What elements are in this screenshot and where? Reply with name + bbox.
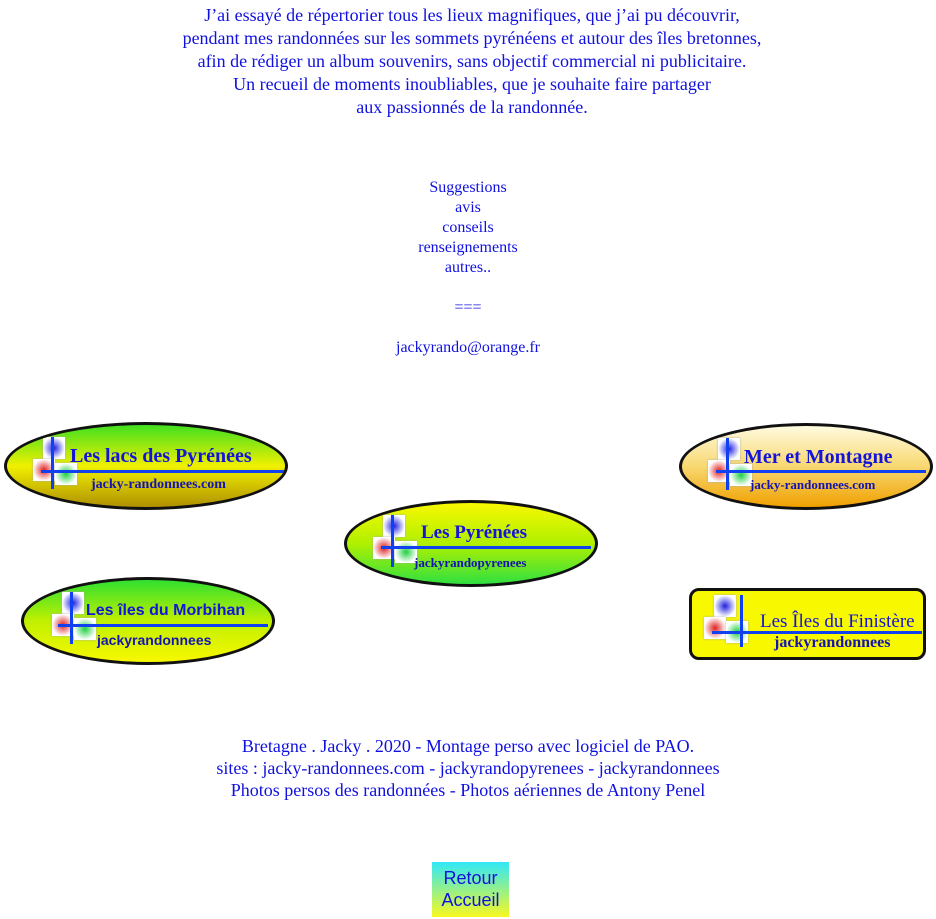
contact-line: avis (455, 199, 481, 216)
intro-line: afin de rédiger un album souvenirs, sans… (197, 51, 747, 71)
contact-line: autres.. (444, 259, 492, 276)
banner-iles-finistere[interactable]: Les Îles du Finistère jackyrandonnees (689, 588, 926, 660)
banner-title: Les Îles du Finistère (760, 611, 915, 632)
banner-lacs-pyrenees[interactable]: Les lacs des Pyrénées jacky-randonnees.c… (4, 422, 288, 510)
banner-iles-morbihan[interactable]: Les îles du Morbihan jackyrandonnees (21, 577, 275, 665)
banner-title: Les lacs des Pyrénées (70, 445, 252, 467)
logo-icon (704, 595, 748, 647)
intro-line: aux passionnés de la randonnée. (356, 97, 588, 117)
footer-credits: Bretagne . Jacky . 2020 - Montage perso … (0, 735, 936, 801)
banner-subtitle: jackyrandopyrenees (414, 555, 527, 570)
intro-line: pendant mes randonnées sur les sommets p… (182, 28, 762, 48)
banner-subtitle: jackyrandonnees (97, 632, 212, 648)
logo-icon (708, 438, 752, 490)
contact-line: renseignements (418, 239, 518, 256)
logo-icon (373, 515, 417, 567)
intro-line: Un recueil de moments inoubliables, que … (233, 74, 711, 94)
banner-mer-montagne[interactable]: Mer et Montagne jacky-randonnees.com (679, 423, 933, 510)
retour-label: Retour (443, 868, 498, 888)
accueil-label: Accueil (441, 890, 500, 910)
intro-text: J’ai essayé de répertorier tous les lieu… (0, 4, 936, 119)
banner-title: Les îles du Morbihan (86, 602, 246, 619)
contact-line: Suggestions (429, 179, 507, 196)
email-link[interactable]: jackyrando@orange.fr (396, 339, 540, 356)
contact-line: conseils (442, 219, 494, 236)
spacer (0, 278, 936, 298)
spacer (0, 318, 936, 338)
footer-line: sites : jacky-randonnees.com - jackyrand… (216, 758, 720, 778)
separator: === (454, 299, 482, 316)
retour-accueil-button[interactable]: Retour Accueil (432, 862, 509, 917)
logo-icon (52, 592, 96, 644)
banner-subtitle: jacky-randonnees.com (91, 477, 226, 492)
banner-title: Les Pyrénées (421, 522, 528, 543)
banner-title: Mer et Montagne (744, 446, 893, 468)
contact-block: Suggestions avis conseils renseignements… (0, 178, 936, 358)
logo-icon (33, 437, 77, 489)
footer-line: Photos persos des randonnées - Photos aé… (230, 780, 706, 800)
banner-subtitle: jackyrandonnees (774, 634, 891, 651)
banner-pyrenees[interactable]: Les Pyrénées jackyrandopyrenees (344, 500, 598, 587)
footer-line: Bretagne . Jacky . 2020 - Montage perso … (241, 736, 695, 756)
intro-line: J’ai essayé de répertorier tous les lieu… (204, 5, 740, 25)
banner-subtitle: jacky-randonnees.com (750, 477, 876, 492)
